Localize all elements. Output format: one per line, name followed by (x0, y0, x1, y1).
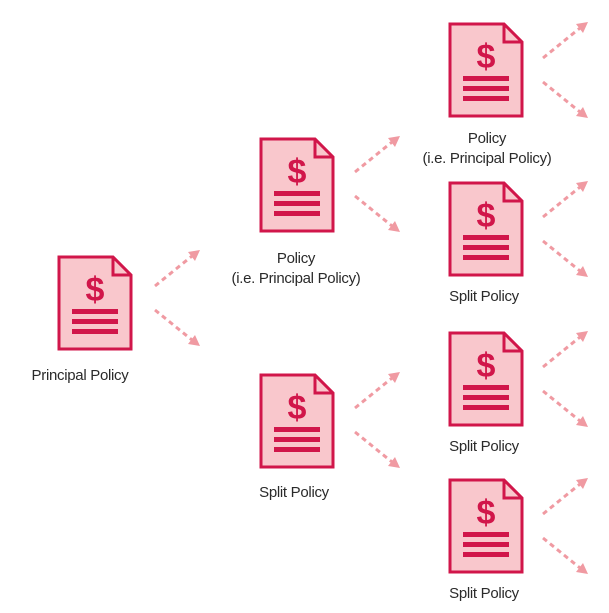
dollar-sign-icon: $ (477, 197, 496, 235)
gen3-2-document: $ (448, 181, 524, 277)
gen2-bottom-document: $ (259, 373, 335, 469)
gen3-2-label: Split Policy (449, 287, 519, 307)
gen3-4-document: $ (448, 478, 524, 574)
dollar-sign-icon: $ (86, 271, 105, 309)
dollar-sign-icon: $ (477, 494, 496, 532)
gen2-top-document: $ (259, 137, 335, 233)
dollar-sign-icon: $ (477, 38, 496, 76)
gen3-1-sublabel-text: (i.e. Principal Policy) (422, 150, 552, 167)
gen3-1-document: $ (448, 22, 524, 118)
gen2-top-label: Policy (i.e. Principal Policy) (232, 249, 361, 289)
gen2-top-sublabel-text: (i.e. Principal Policy) (231, 270, 361, 287)
gen3-3-label-text: Split Policy (449, 438, 519, 455)
split-arrows-gen3-2 (541, 179, 590, 279)
gen3-3-document: $ (448, 331, 524, 427)
gen2-bottom-label: Split Policy (259, 483, 329, 503)
root-label: Principal Policy (32, 366, 129, 386)
gen3-4-label: Split Policy (449, 584, 519, 604)
dollar-sign-icon: $ (477, 347, 496, 385)
split-arrows-gen3-1 (541, 20, 590, 120)
split-arrows-root (153, 248, 202, 348)
root-label-text: Principal Policy (31, 367, 129, 384)
gen2-top-label-text: Policy (276, 250, 316, 267)
split-arrows-gen3-4 (541, 476, 590, 576)
split-arrows-gen2-top (353, 134, 402, 234)
split-arrows-gen2-bottom (353, 370, 402, 470)
dollar-sign-icon: $ (288, 153, 307, 191)
split-arrows-gen3-3 (541, 329, 590, 429)
gen3-1-label: Policy (i.e. Principal Policy) (423, 129, 552, 169)
gen2-bottom-label-text: Split Policy (259, 484, 329, 501)
gen3-1-label-text: Policy (467, 130, 507, 147)
dollar-sign-icon: $ (288, 389, 307, 427)
gen3-2-label-text: Split Policy (449, 288, 519, 305)
gen3-3-label: Split Policy (449, 437, 519, 457)
gen3-4-label-text: Split Policy (449, 585, 519, 602)
root-document: $ (57, 255, 133, 351)
